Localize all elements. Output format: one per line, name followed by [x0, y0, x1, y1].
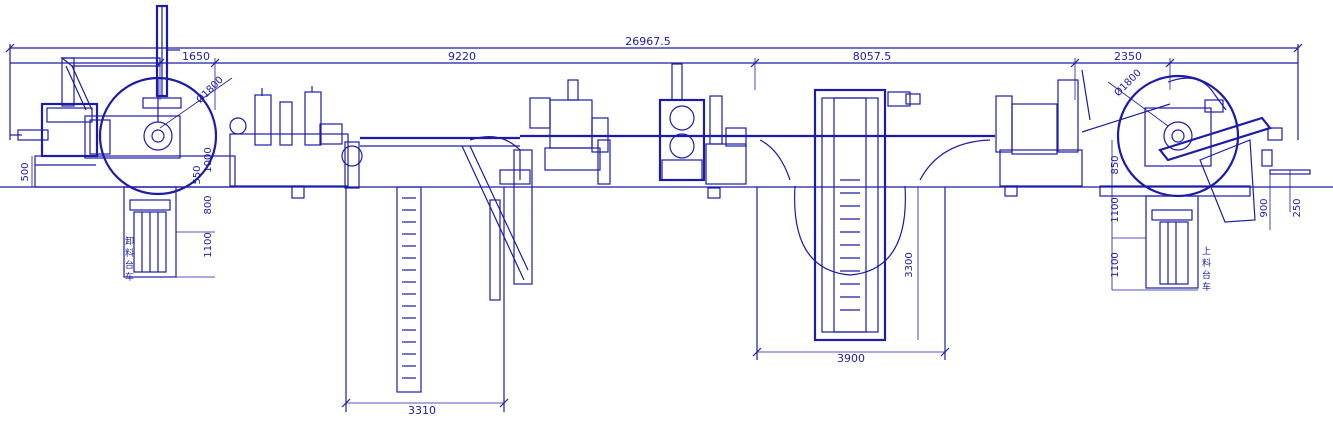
unload-char-2: 料 [125, 247, 134, 259]
dim-550: 550 [192, 165, 203, 184]
unload-char-4: 车 [125, 271, 134, 283]
dim-1100-right: 1100 [1110, 197, 1121, 222]
loop-pit-left: 3310 [341, 136, 533, 417]
dim-250: 250 [1292, 198, 1303, 217]
slitter-section [520, 63, 755, 199]
load-char-2: 料 [1202, 257, 1211, 269]
dim-8057-5: 8057.5 [853, 50, 892, 63]
dim-850: 850 [1110, 155, 1121, 174]
right-coil-diameter: Ø1800 [1112, 67, 1144, 99]
dim-9220: 9220 [448, 50, 476, 63]
tension-stands-left [229, 86, 363, 199]
load-char-3: 台 [1202, 269, 1211, 281]
dim-500: 500 [20, 162, 31, 181]
dim-900: 900 [1259, 198, 1270, 217]
load-char-1: 上 [1202, 246, 1211, 257]
unloading-car: 卸 料 台 车 [123, 186, 215, 283]
ladder-left [402, 197, 416, 379]
loading-car: 上 料 台 车 [1112, 195, 1211, 293]
recoiler-unit: 500 550 1000 800 1100 Ø1800 [10, 4, 236, 258]
dim-1000: 1000 [203, 147, 214, 172]
top-dimension-lines: 26967.5 1650 9220 8057.5 2350 [5, 35, 1303, 140]
dim-2350: 2350 [1114, 50, 1142, 63]
loop-pit-center: 3900 3300 [752, 88, 995, 365]
load-char-4: 车 [1202, 281, 1211, 293]
dim-3310: 3310 [408, 404, 436, 417]
dim-total-length: 26967.5 [625, 35, 671, 48]
ladder-center [840, 179, 860, 311]
dim-3900: 3900 [837, 352, 865, 365]
dim-800: 800 [203, 195, 214, 214]
dim-1100-right-lower: 1100 [1110, 252, 1121, 277]
unload-char-3: 台 [125, 259, 134, 271]
dim-3300: 3300 [904, 252, 915, 277]
entry-section [995, 69, 1171, 197]
unload-char-1: 卸 [125, 235, 134, 247]
dim-1650: 1650 [182, 50, 210, 63]
dim-1100: 1100 [203, 232, 214, 257]
